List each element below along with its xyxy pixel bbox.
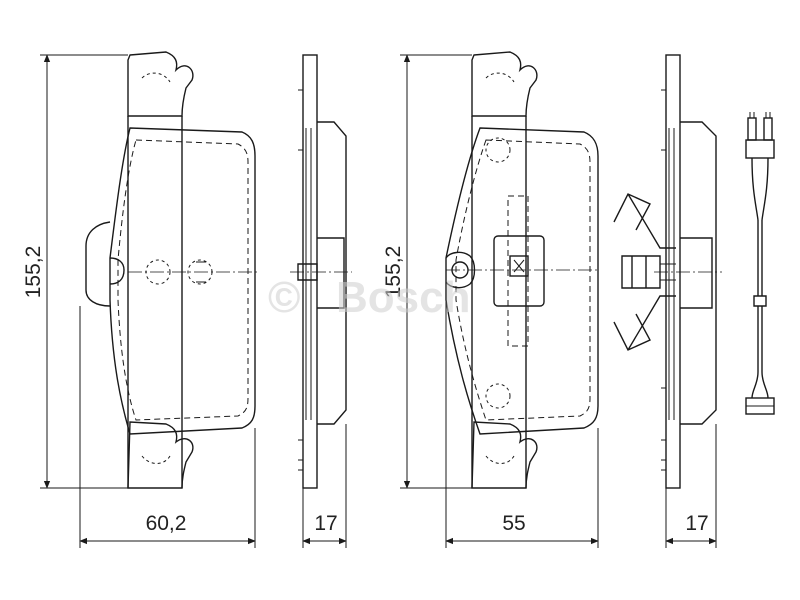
wear-sensor-cable <box>745 112 775 415</box>
watermark-brand: Bosch <box>336 273 470 322</box>
dimension-height-left: 155,2 <box>22 246 45 299</box>
dimension-width-front: 60,2 <box>146 512 187 535</box>
copyright-symbol: © <box>268 273 300 322</box>
dimension-thickness-left: 17 <box>314 512 337 535</box>
left-pad-front-view <box>85 51 260 489</box>
right-pad-side-view <box>654 54 722 489</box>
dimension-height-right: 155,2 <box>382 246 405 299</box>
right-pad-back-view <box>445 51 600 489</box>
bosch-watermark: © Bosch <box>268 273 470 322</box>
dimension-lines <box>40 54 717 548</box>
spring-clip <box>613 193 676 351</box>
dimension-width-back: 55 <box>502 512 525 535</box>
left-pad-side-view <box>290 54 352 489</box>
dimension-thickness-right: 17 <box>685 512 708 535</box>
